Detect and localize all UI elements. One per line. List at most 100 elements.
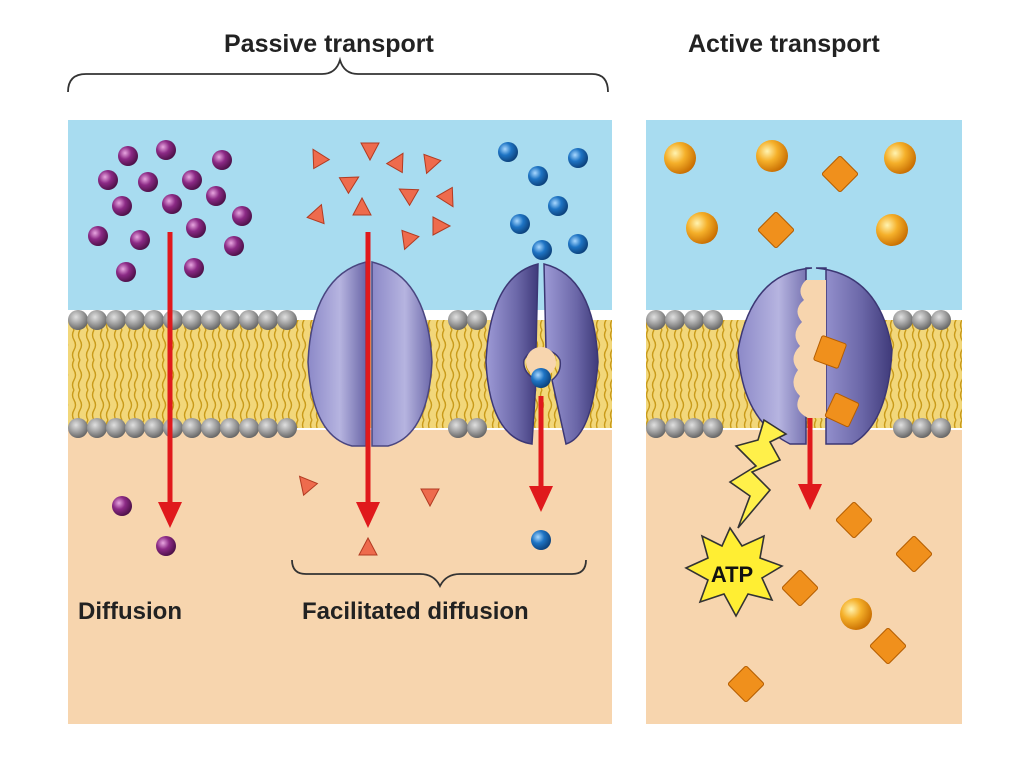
- blue-solute: [568, 234, 588, 254]
- lipid-head: [912, 310, 932, 330]
- blue-solute: [510, 214, 530, 234]
- lipid-head: [931, 418, 951, 438]
- triangle-solute: [385, 152, 404, 174]
- lipid-head: [87, 418, 107, 438]
- lipid-head: [87, 310, 107, 330]
- passive-intracellular: [68, 430, 612, 724]
- blue-solute: [528, 166, 548, 186]
- purple-solute: [206, 186, 226, 206]
- lipid-head: [125, 310, 145, 330]
- purple-solute: [224, 236, 244, 256]
- lipid-head: [665, 418, 685, 438]
- diffusion-arrow: [158, 232, 182, 528]
- lipid-head: [182, 310, 202, 330]
- cube-solute: [757, 211, 795, 249]
- lipid-head: [684, 418, 704, 438]
- lipid-head: [277, 310, 297, 330]
- purple-solute: [156, 140, 176, 160]
- lipid-head: [106, 310, 126, 330]
- blue-solute: [568, 148, 588, 168]
- facilitated-bracket: [291, 559, 587, 589]
- triangle-solute: [358, 536, 378, 556]
- lipid-head: [68, 310, 88, 330]
- purple-solute: [186, 218, 206, 238]
- lipid-head: [703, 418, 723, 438]
- lipid-head: [239, 418, 259, 438]
- triangle-solute: [298, 475, 319, 497]
- cube-solute: [895, 535, 933, 573]
- purple-solute: [212, 150, 232, 170]
- purple-solute: [98, 170, 118, 190]
- solute-particles: [88, 140, 933, 703]
- lipid-head: [144, 310, 164, 330]
- lipid-head: [220, 310, 240, 330]
- orange-sphere-solute: [664, 142, 696, 174]
- orange-sphere-solute: [686, 212, 718, 244]
- triangle-solute: [435, 186, 454, 208]
- lipid-head: [182, 418, 202, 438]
- diffusion-label: Diffusion: [78, 598, 182, 625]
- blue-solute: [531, 530, 551, 550]
- lipid-head: [163, 310, 183, 330]
- lipid-head: [239, 310, 259, 330]
- lipid-head: [703, 310, 723, 330]
- purple-solute: [138, 172, 158, 192]
- lipid-head: [893, 418, 913, 438]
- lipid-head: [277, 418, 297, 438]
- triangle-solute: [420, 488, 440, 508]
- cube-solute: [824, 392, 860, 428]
- facilitated-diffusion-label: Facilitated diffusion: [302, 598, 529, 625]
- lipid-head: [201, 418, 221, 438]
- atp-burst-icon: [684, 526, 784, 618]
- carrier-protein: [485, 263, 599, 445]
- lipid-head: [646, 418, 666, 438]
- lipid-head: [125, 418, 145, 438]
- passive-bracket: [67, 56, 609, 93]
- lipid-head: [684, 310, 704, 330]
- purple-solute: [232, 206, 252, 226]
- orange-sphere-solute: [840, 598, 872, 630]
- orange-sphere-solute: [756, 140, 788, 172]
- lipid-head: [665, 310, 685, 330]
- cube-solute: [813, 335, 847, 369]
- lipid-head: [467, 418, 487, 438]
- carrier-arrow: [529, 396, 553, 512]
- lipid-head: [106, 418, 126, 438]
- passive-transport-title: Passive transport: [224, 30, 434, 58]
- lipid-head: [646, 310, 666, 330]
- purple-solute: [130, 230, 150, 250]
- triangle-solute: [398, 188, 420, 207]
- cube-solute: [835, 501, 873, 539]
- lipid-head: [220, 418, 240, 438]
- atp-label: ATP: [711, 562, 753, 587]
- triangle-solute: [423, 153, 442, 175]
- lipid-head: [201, 310, 221, 330]
- blue-solute: [548, 196, 568, 216]
- lipid-head: [912, 418, 932, 438]
- lipid-head: [144, 418, 164, 438]
- blue-solute: [532, 240, 552, 260]
- active-transport-title: Active transport: [688, 30, 880, 58]
- triangle-solute: [338, 176, 360, 195]
- cube-solute: [781, 569, 819, 607]
- lipid-head: [163, 418, 183, 438]
- purple-solute: [156, 536, 176, 556]
- lipid-head: [258, 310, 278, 330]
- cube-solute: [869, 627, 907, 665]
- purple-solute: [88, 226, 108, 246]
- channel-protein: [307, 261, 433, 447]
- purple-solute: [162, 194, 182, 214]
- purple-solute: [112, 196, 132, 216]
- lipid-head: [931, 310, 951, 330]
- triangle-solute: [312, 148, 331, 170]
- purple-solute: [118, 146, 138, 166]
- triangle-solute: [352, 196, 372, 216]
- lipid-head: [448, 310, 468, 330]
- lipid-head: [467, 310, 487, 330]
- cube-solute: [821, 155, 859, 193]
- lipid-head: [68, 418, 88, 438]
- orange-sphere-solute: [884, 142, 916, 174]
- orange-sphere-solute: [876, 214, 908, 246]
- lipid-head: [893, 310, 913, 330]
